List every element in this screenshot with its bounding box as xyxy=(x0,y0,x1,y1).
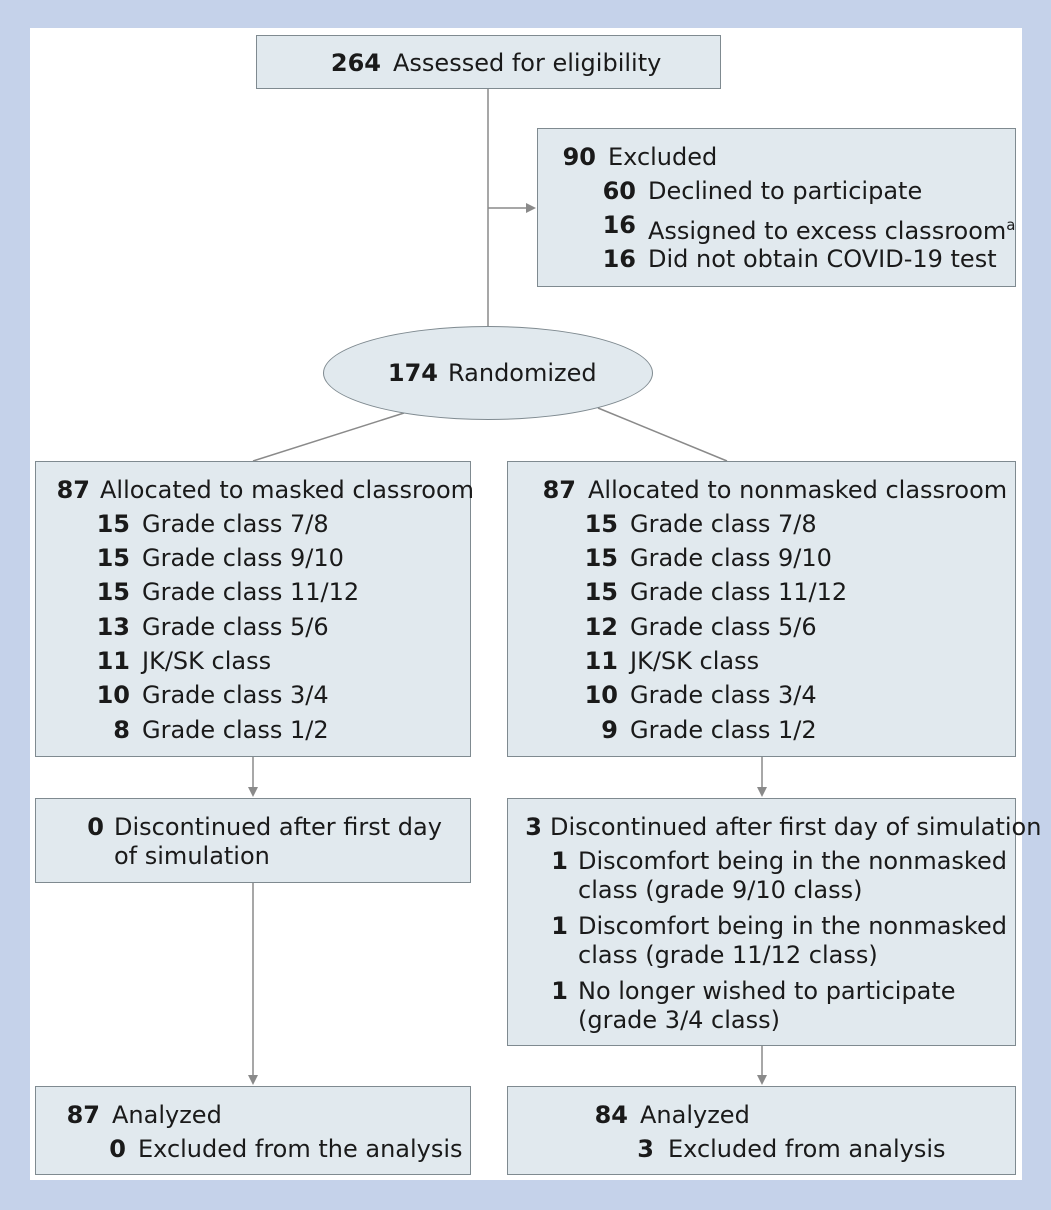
masked-discontinued-count: 0 xyxy=(87,813,104,841)
masked-discontinued-label-cont: of simulation xyxy=(114,842,270,870)
randomized-label: Randomized xyxy=(448,359,597,387)
masked-discontinued-box: 0 Discontinued after first day of simula… xyxy=(35,798,471,883)
reason-label: Discomfort being in the nonmasked xyxy=(578,912,1007,940)
class-count: 9 xyxy=(601,716,618,744)
nonmasked-analysis-excluded-count: 3 xyxy=(637,1135,654,1163)
masked-analysis-excluded-label: Excluded from the analysis xyxy=(138,1135,463,1163)
class-label: Grade class 1/2 xyxy=(630,716,817,744)
assessed-box: 264 Assessed for eligibility xyxy=(256,35,721,89)
footnote-marker: a xyxy=(1006,216,1016,234)
excluded-item-count: 60 xyxy=(602,177,636,205)
class-label: Grade class 11/12 xyxy=(142,578,360,606)
nonmasked-discontinued-count: 3 xyxy=(525,813,542,841)
class-label: Grade class 5/6 xyxy=(142,613,329,641)
nonmasked-analyzed-count: 84 xyxy=(594,1101,628,1129)
class-label: Grade class 9/10 xyxy=(142,544,344,572)
masked-analyzed-label: Analyzed xyxy=(112,1101,222,1129)
masked-discontinued-label: Discontinued after first day xyxy=(114,813,442,841)
class-count: 15 xyxy=(96,578,130,606)
reason-count: 1 xyxy=(551,847,568,875)
class-label: Grade class 7/8 xyxy=(630,510,817,538)
class-count: 12 xyxy=(584,613,618,641)
masked-allocated-count: 87 xyxy=(56,476,90,504)
excluded-item-label: Did not obtain COVID-19 test xyxy=(648,245,997,273)
class-count: 10 xyxy=(584,681,618,709)
class-count: 11 xyxy=(96,647,130,675)
randomized-count: 174 xyxy=(387,359,438,387)
class-label: Grade class 9/10 xyxy=(630,544,832,572)
excluded-label: Excluded xyxy=(608,143,718,171)
randomized-ellipse: 174 Randomized xyxy=(323,326,653,420)
masked-analysis-excluded-count: 0 xyxy=(109,1135,126,1163)
reason-label-cont: class (grade 11/12 class) xyxy=(578,941,878,969)
class-label: Grade class 11/12 xyxy=(630,578,848,606)
nonmasked-allocated-count: 87 xyxy=(542,476,576,504)
class-count: 15 xyxy=(96,510,130,538)
connector-to-masked xyxy=(252,412,405,462)
masked-analyzed-box: 87 Analyzed 0 Excluded from the analysis xyxy=(35,1086,471,1175)
class-label: Grade class 1/2 xyxy=(142,716,329,744)
masked-allocated-label: Allocated to masked classroom xyxy=(100,476,475,504)
assessed-label: Assessed for eligibility xyxy=(393,49,662,77)
class-count: 15 xyxy=(584,544,618,572)
assessed-count: 264 xyxy=(330,49,381,77)
reason-label: No longer wished to participate xyxy=(578,977,956,1005)
excluded-box: 90 Excluded 60 Declined to participate 1… xyxy=(537,128,1016,287)
excluded-item-label: Assigned to excess classrooma xyxy=(648,208,1015,248)
class-count: 15 xyxy=(96,544,130,572)
reason-label: Discomfort being in the nonmasked xyxy=(578,847,1007,875)
nonmasked-discontinued-box: 3 Discontinued after first day of simula… xyxy=(507,798,1041,1046)
reason-label-cont: (grade 3/4 class) xyxy=(578,1006,780,1034)
class-label: Grade class 5/6 xyxy=(630,613,817,641)
nonmasked-analysis-excluded-label: Excluded from analysis xyxy=(668,1135,946,1163)
nonmasked-analyzed-box: 84 Analyzed 3 Excluded from analysis xyxy=(507,1086,1016,1175)
class-count: 11 xyxy=(584,647,618,675)
class-label: Grade class 3/4 xyxy=(142,681,329,709)
excluded-count: 90 xyxy=(562,143,596,171)
reason-count: 1 xyxy=(551,912,568,940)
excluded-item-text: Assigned to excess classroom xyxy=(648,217,1007,245)
class-count: 8 xyxy=(113,716,130,744)
connector-to-nonmasked xyxy=(597,407,728,462)
nonmasked-discontinued-label: Discontinued after first day of simulati… xyxy=(550,813,1042,841)
masked-analyzed-count: 87 xyxy=(66,1101,100,1129)
class-label: Grade class 7/8 xyxy=(142,510,329,538)
class-label: Grade class 3/4 xyxy=(630,681,817,709)
excluded-item-count: 16 xyxy=(602,211,636,239)
reason-count: 1 xyxy=(551,977,568,1005)
nonmasked-allocated-label: Allocated to nonmasked classroom xyxy=(588,476,1008,504)
excluded-item-count: 16 xyxy=(602,245,636,273)
nonmasked-analyzed-label: Analyzed xyxy=(640,1101,750,1129)
class-count: 13 xyxy=(96,613,130,641)
class-label: JK/SK class xyxy=(630,647,760,675)
reason-label-cont: class (grade 9/10 class) xyxy=(578,876,863,904)
class-count: 10 xyxy=(96,681,130,709)
class-count: 15 xyxy=(584,578,618,606)
class-count: 15 xyxy=(584,510,618,538)
excluded-item-label: Declined to participate xyxy=(648,177,923,205)
class-label: JK/SK class xyxy=(142,647,272,675)
